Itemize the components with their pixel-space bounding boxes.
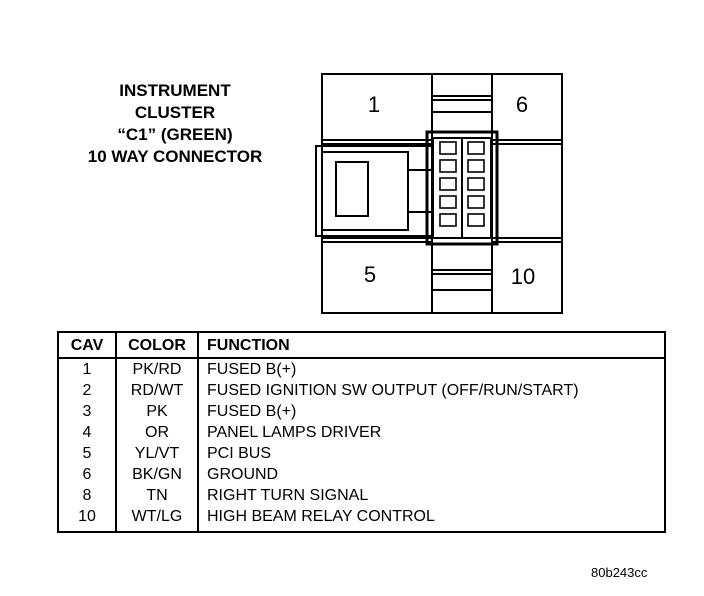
terminal-block <box>425 130 499 246</box>
function-cell: PANEL LAMPS DRIVER <box>207 424 382 441</box>
table-row: 3 PK FUSED B(+) <box>58 401 665 422</box>
table-header-row: CAV COLOR FUNCTION <box>58 332 665 359</box>
function-cell: RIGHT TURN SIGNAL <box>207 487 369 504</box>
cav-cell: 8 <box>58 485 117 506</box>
table-row: 8 TN RIGHT TURN SIGNAL <box>58 485 665 506</box>
cav-cell: 5 <box>58 443 117 464</box>
color-cell: YL/VT <box>116 443 199 464</box>
function-cell: PCI BUS <box>207 445 272 462</box>
connector-title: INSTRUMENT CLUSTER “C1” (GREEN) 10 WAY C… <box>60 80 290 168</box>
cav-cell: 1 <box>58 358 117 380</box>
table-row: 4 OR PANEL LAMPS DRIVER <box>58 422 665 443</box>
function-cell: HIGH BEAM RELAY CONTROL <box>207 508 435 525</box>
connector-diagram: 1 6 5 10 <box>315 73 563 314</box>
color-cell: PK <box>116 401 199 422</box>
function-cell: GROUND <box>207 466 279 483</box>
cav-cell: 10 <box>58 506 117 532</box>
terminal-cells <box>439 141 485 227</box>
title-line-3: “C1” (GREEN) <box>117 125 233 144</box>
figure-reference-code: 80b243cc <box>591 565 648 580</box>
cavity-label-6: 6 <box>516 92 528 117</box>
table-row: 10 WT/LG HIGH BEAM RELAY CONTROL <box>58 506 665 532</box>
cav-cell: 4 <box>58 422 117 443</box>
table-row: 6 BK/GN GROUND <box>58 464 665 485</box>
cav-cell: 6 <box>58 464 117 485</box>
title-line-4: 10 WAY CONNECTOR <box>87 147 263 166</box>
color-cell: OR <box>116 422 199 443</box>
connector-latch <box>315 145 433 237</box>
title-line-1: INSTRUMENT <box>119 81 231 100</box>
function-cell: FUSED B(+) <box>207 403 297 420</box>
header-color: COLOR <box>116 332 199 359</box>
function-cell: FUSED B(+) <box>207 361 297 378</box>
color-cell: PK/RD <box>116 358 199 380</box>
color-cell: BK/GN <box>116 464 199 485</box>
latch-window <box>335 161 369 217</box>
table-row: 2 RD/WT FUSED IGNITION SW OUTPUT (OFF/RU… <box>58 380 665 401</box>
cavity-label-5: 5 <box>364 262 376 287</box>
color-cell: WT/LG <box>116 506 199 532</box>
cav-cell: 2 <box>58 380 117 401</box>
function-cell: FUSED IGNITION SW OUTPUT (OFF/RUN/START) <box>207 382 579 399</box>
cav-cell: 3 <box>58 401 117 422</box>
cavity-label-1: 1 <box>368 92 380 117</box>
pinout-table: CAV COLOR FUNCTION 1 PK/RD FUSED B(+) 2 … <box>57 331 666 533</box>
table-row: 1 PK/RD FUSED B(+) <box>58 358 665 380</box>
color-cell: RD/WT <box>116 380 199 401</box>
cavity-label-10: 10 <box>511 264 535 289</box>
table-row: 5 YL/VT PCI BUS <box>58 443 665 464</box>
color-cell: TN <box>116 485 199 506</box>
header-cav: CAV <box>58 332 117 359</box>
header-function: FUNCTION <box>198 332 665 359</box>
title-line-2: CLUSTER <box>134 103 216 122</box>
